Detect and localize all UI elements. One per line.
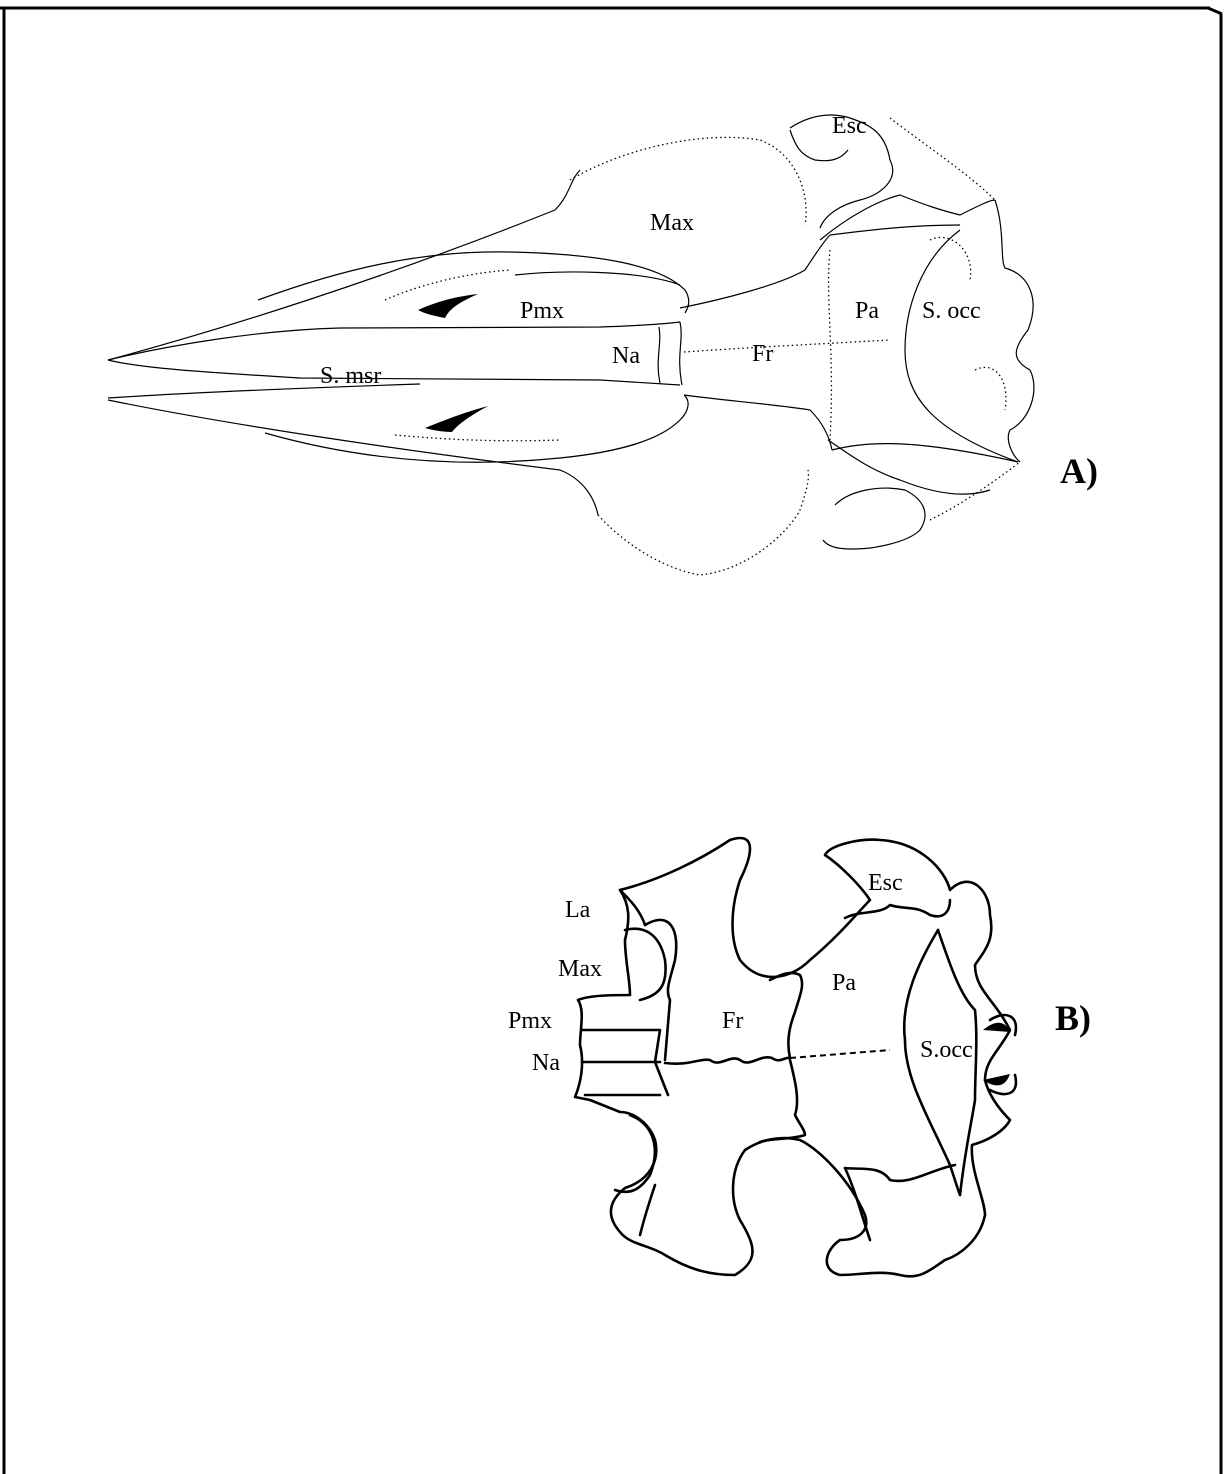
rostrum-lower-outline xyxy=(108,400,598,515)
orbit-dotted-lower xyxy=(930,462,1020,520)
label-b-la: La xyxy=(565,897,591,923)
orbit-lower xyxy=(828,440,990,494)
label-a-pa: Pa xyxy=(855,298,879,324)
label-b-fr: Fr xyxy=(722,1008,743,1034)
nasal-right-margin xyxy=(680,322,682,385)
premaxillary-foramen-lower xyxy=(425,406,488,432)
premaxilla-upper-inner xyxy=(515,272,680,285)
label-b-na: Na xyxy=(532,1050,560,1076)
parietal-boundary-upper xyxy=(830,225,960,235)
occipital-outline xyxy=(995,200,1034,462)
frontal-suture xyxy=(665,1057,790,1063)
mesorostral-lower xyxy=(108,360,680,385)
premaxilla-upper xyxy=(258,252,689,313)
panel-label-a: A) xyxy=(1060,451,1098,491)
panel-label-b: B) xyxy=(1055,998,1091,1038)
label-b-esc: Esc xyxy=(868,870,903,896)
lacrimal-suture-upper xyxy=(620,890,645,925)
page-frame xyxy=(0,8,1222,1474)
frontoparietal-lower xyxy=(760,1060,805,1142)
label-a-na: Na xyxy=(612,343,640,369)
skull-dorsal-view xyxy=(108,115,1034,575)
label-b-max: Max xyxy=(558,956,602,982)
premaxillary-foramen-upper xyxy=(418,294,478,318)
squamosal-suture-b-lower xyxy=(845,1165,955,1181)
label-a-max: Max xyxy=(650,210,694,236)
maxilla-lower-boundary xyxy=(684,395,832,450)
label-b-pa: Pa xyxy=(832,970,856,996)
label-a-fr: Fr xyxy=(752,341,773,367)
orbit-dotted-upper xyxy=(890,118,995,200)
premaxilla-nasal-lines xyxy=(582,1030,668,1095)
supraoccipital-arc xyxy=(905,230,1018,462)
label-b-pmx: Pmx xyxy=(508,1008,552,1034)
mesorostral-upper xyxy=(108,322,680,360)
rostrum-upper-outline xyxy=(108,170,580,360)
premaxilla-dotted-upper xyxy=(385,270,510,300)
label-a-esc: Esc xyxy=(832,113,867,139)
frontoparietal-upper xyxy=(770,973,802,1058)
maxilla-lower-dotted xyxy=(598,470,808,575)
parietal-boundary-lower xyxy=(832,444,1018,462)
parietal-midline-dashed xyxy=(790,1050,890,1058)
premaxilla-lower xyxy=(265,395,688,462)
squamosal-lower xyxy=(823,488,925,549)
frontal-suture-dotted xyxy=(684,340,890,352)
maxilla-upper-boundary xyxy=(680,235,830,308)
squamosal-lower-b xyxy=(845,1168,870,1240)
panel-b-labels: Esc La Max Pa Pmx Fr S.occ Na B) xyxy=(508,870,1091,1076)
premaxilla-dotted-lower xyxy=(395,435,560,441)
lacrimal-suture-lower xyxy=(640,1185,655,1235)
label-a-s-msr: S. msr xyxy=(320,363,381,389)
label-b-s-occ: S.occ xyxy=(920,1037,973,1063)
frontoparietal-suture-dotted xyxy=(829,250,832,440)
label-a-s-occ: S. occ xyxy=(922,298,981,324)
nasal-left-margin xyxy=(658,327,660,383)
maxilla-suture-upper xyxy=(625,929,666,1000)
label-a-pmx: Pmx xyxy=(520,298,564,324)
